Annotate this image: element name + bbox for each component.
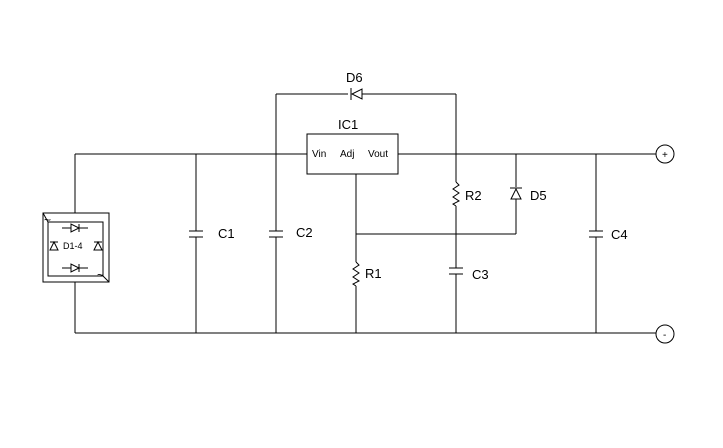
resistor-r1 [352,261,360,287]
diode-d5 [510,187,522,200]
bridge-rectifier [42,212,110,283]
ic1-label: IC1 [338,117,358,132]
wires [74,93,656,334]
negative-terminal-label: - [663,330,666,341]
capacitor-c2 [269,230,283,238]
capacitor-c4 [589,230,603,238]
c4-label: C4 [611,227,628,242]
c2-label: C2 [296,225,313,240]
resistor-r2 [452,181,460,207]
r1-label: R1 [365,266,382,281]
r2-label: R2 [465,188,482,203]
d6-label: D6 [346,70,363,85]
bridge-ac-bottom-symbol: ~ [97,268,104,282]
bridge-ac-top-symbol: ~ [44,213,51,227]
ic1-pin-vout: Vout [368,149,388,160]
negative-terminal [655,324,675,344]
c3-label: C3 [472,267,489,282]
capacitor-c3 [449,267,463,275]
capacitor-c1 [189,230,203,238]
positive-terminal-label: + [662,150,668,161]
ic1-pin-vin: Vin [312,149,326,160]
ic1-pin-adj: Adj [340,149,354,160]
d5-label: D5 [530,188,547,203]
positive-terminal [655,144,675,164]
bridge-label: D1-4 [63,241,83,251]
c1-label: C1 [218,226,235,241]
ic1-body [306,133,399,175]
diode-d6 [350,88,363,100]
